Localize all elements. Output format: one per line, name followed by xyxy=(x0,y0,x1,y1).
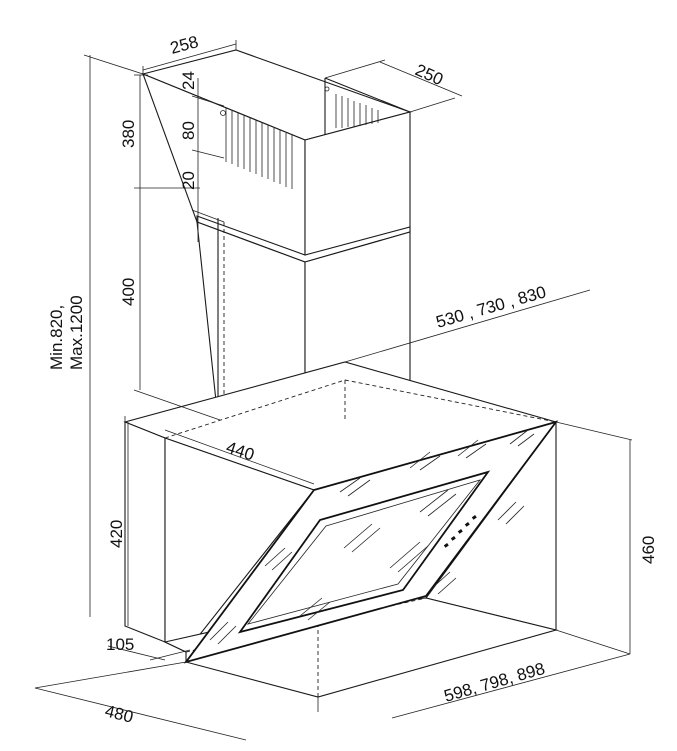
dim-label-460: 460 xyxy=(639,536,658,564)
screw-hole-icon xyxy=(220,110,226,116)
dim-label-598-798-898: 598, 798, 898 xyxy=(442,659,547,706)
dim-label-480: 480 xyxy=(103,701,135,726)
dim-label-20: 20 xyxy=(179,171,198,190)
screw-hole-icon xyxy=(324,86,330,92)
dim-label-min: Min.820, xyxy=(47,305,66,370)
dim-label-max: Max.1200 xyxy=(67,295,86,370)
control-buttons xyxy=(443,515,477,548)
glass-panel xyxy=(183,420,559,664)
dim-label-420: 420 xyxy=(107,520,126,548)
hood-left-side xyxy=(124,421,166,643)
glass-inner-frame xyxy=(237,470,491,634)
bracket-top-edge xyxy=(324,77,411,113)
glass-reflections xyxy=(209,429,535,645)
hood-body xyxy=(123,361,559,698)
vent-slots-bracket xyxy=(335,94,379,128)
glass-inner-frame-2 xyxy=(246,479,482,625)
dim-label-250: 250 xyxy=(412,60,446,89)
dim-label-80: 80 xyxy=(179,121,198,140)
dimension-lines xyxy=(34,40,633,741)
dim-label-24: 24 xyxy=(179,71,198,90)
dim-label-380: 380 xyxy=(119,120,138,148)
vent-slots-left xyxy=(225,108,293,189)
dim-label-258: 258 xyxy=(168,32,200,58)
dim-label-105: 105 xyxy=(106,635,134,654)
dim-label-400: 400 xyxy=(119,278,138,306)
